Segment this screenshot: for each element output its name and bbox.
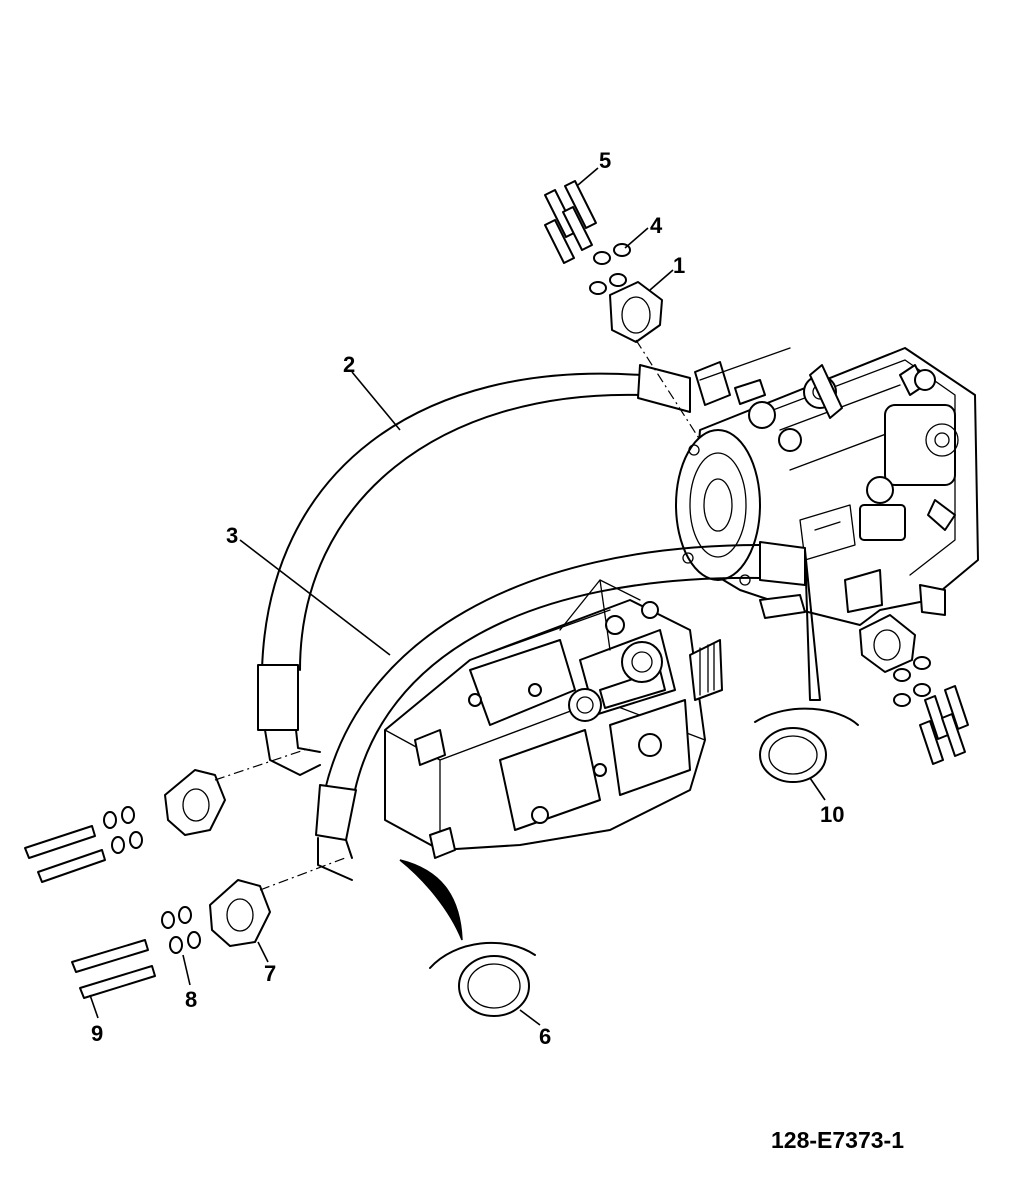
flange-clamp-7 <box>209 857 346 947</box>
washers-8 <box>161 906 201 954</box>
callout-8: 8 <box>185 987 197 1012</box>
hydraulic-pump-right <box>675 347 979 626</box>
o-ring-detail-6 <box>399 859 536 1017</box>
drawing-number: 128-E7373-1 <box>771 1127 904 1153</box>
callout-6: 6 <box>539 1024 551 1049</box>
bolts-top-5 <box>544 180 597 264</box>
callout-1: 1 <box>673 253 685 278</box>
flange-clamp-top-1 <box>609 281 701 441</box>
callout-4: 4 <box>650 213 663 238</box>
flange-clamp-bottom <box>859 614 969 765</box>
callout-7: 7 <box>264 961 276 986</box>
washers-top-4 <box>589 243 631 295</box>
bolts-upper-left <box>24 825 106 883</box>
flange-clamp-upper-left <box>164 747 311 836</box>
leader-lines <box>89 167 826 1026</box>
o-ring-detail-10 <box>754 549 859 783</box>
callout-3: 3 <box>226 523 238 548</box>
hose-3 <box>315 541 806 881</box>
bolts-9 <box>71 939 156 999</box>
washers-upper-left <box>103 806 143 854</box>
callout-10: 10 <box>820 802 844 827</box>
callout-5: 5 <box>599 148 611 173</box>
hose-2 <box>257 364 691 776</box>
callout-9: 9 <box>91 1021 103 1046</box>
callout-2: 2 <box>343 352 355 377</box>
hydraulic-pump-left <box>384 579 723 859</box>
